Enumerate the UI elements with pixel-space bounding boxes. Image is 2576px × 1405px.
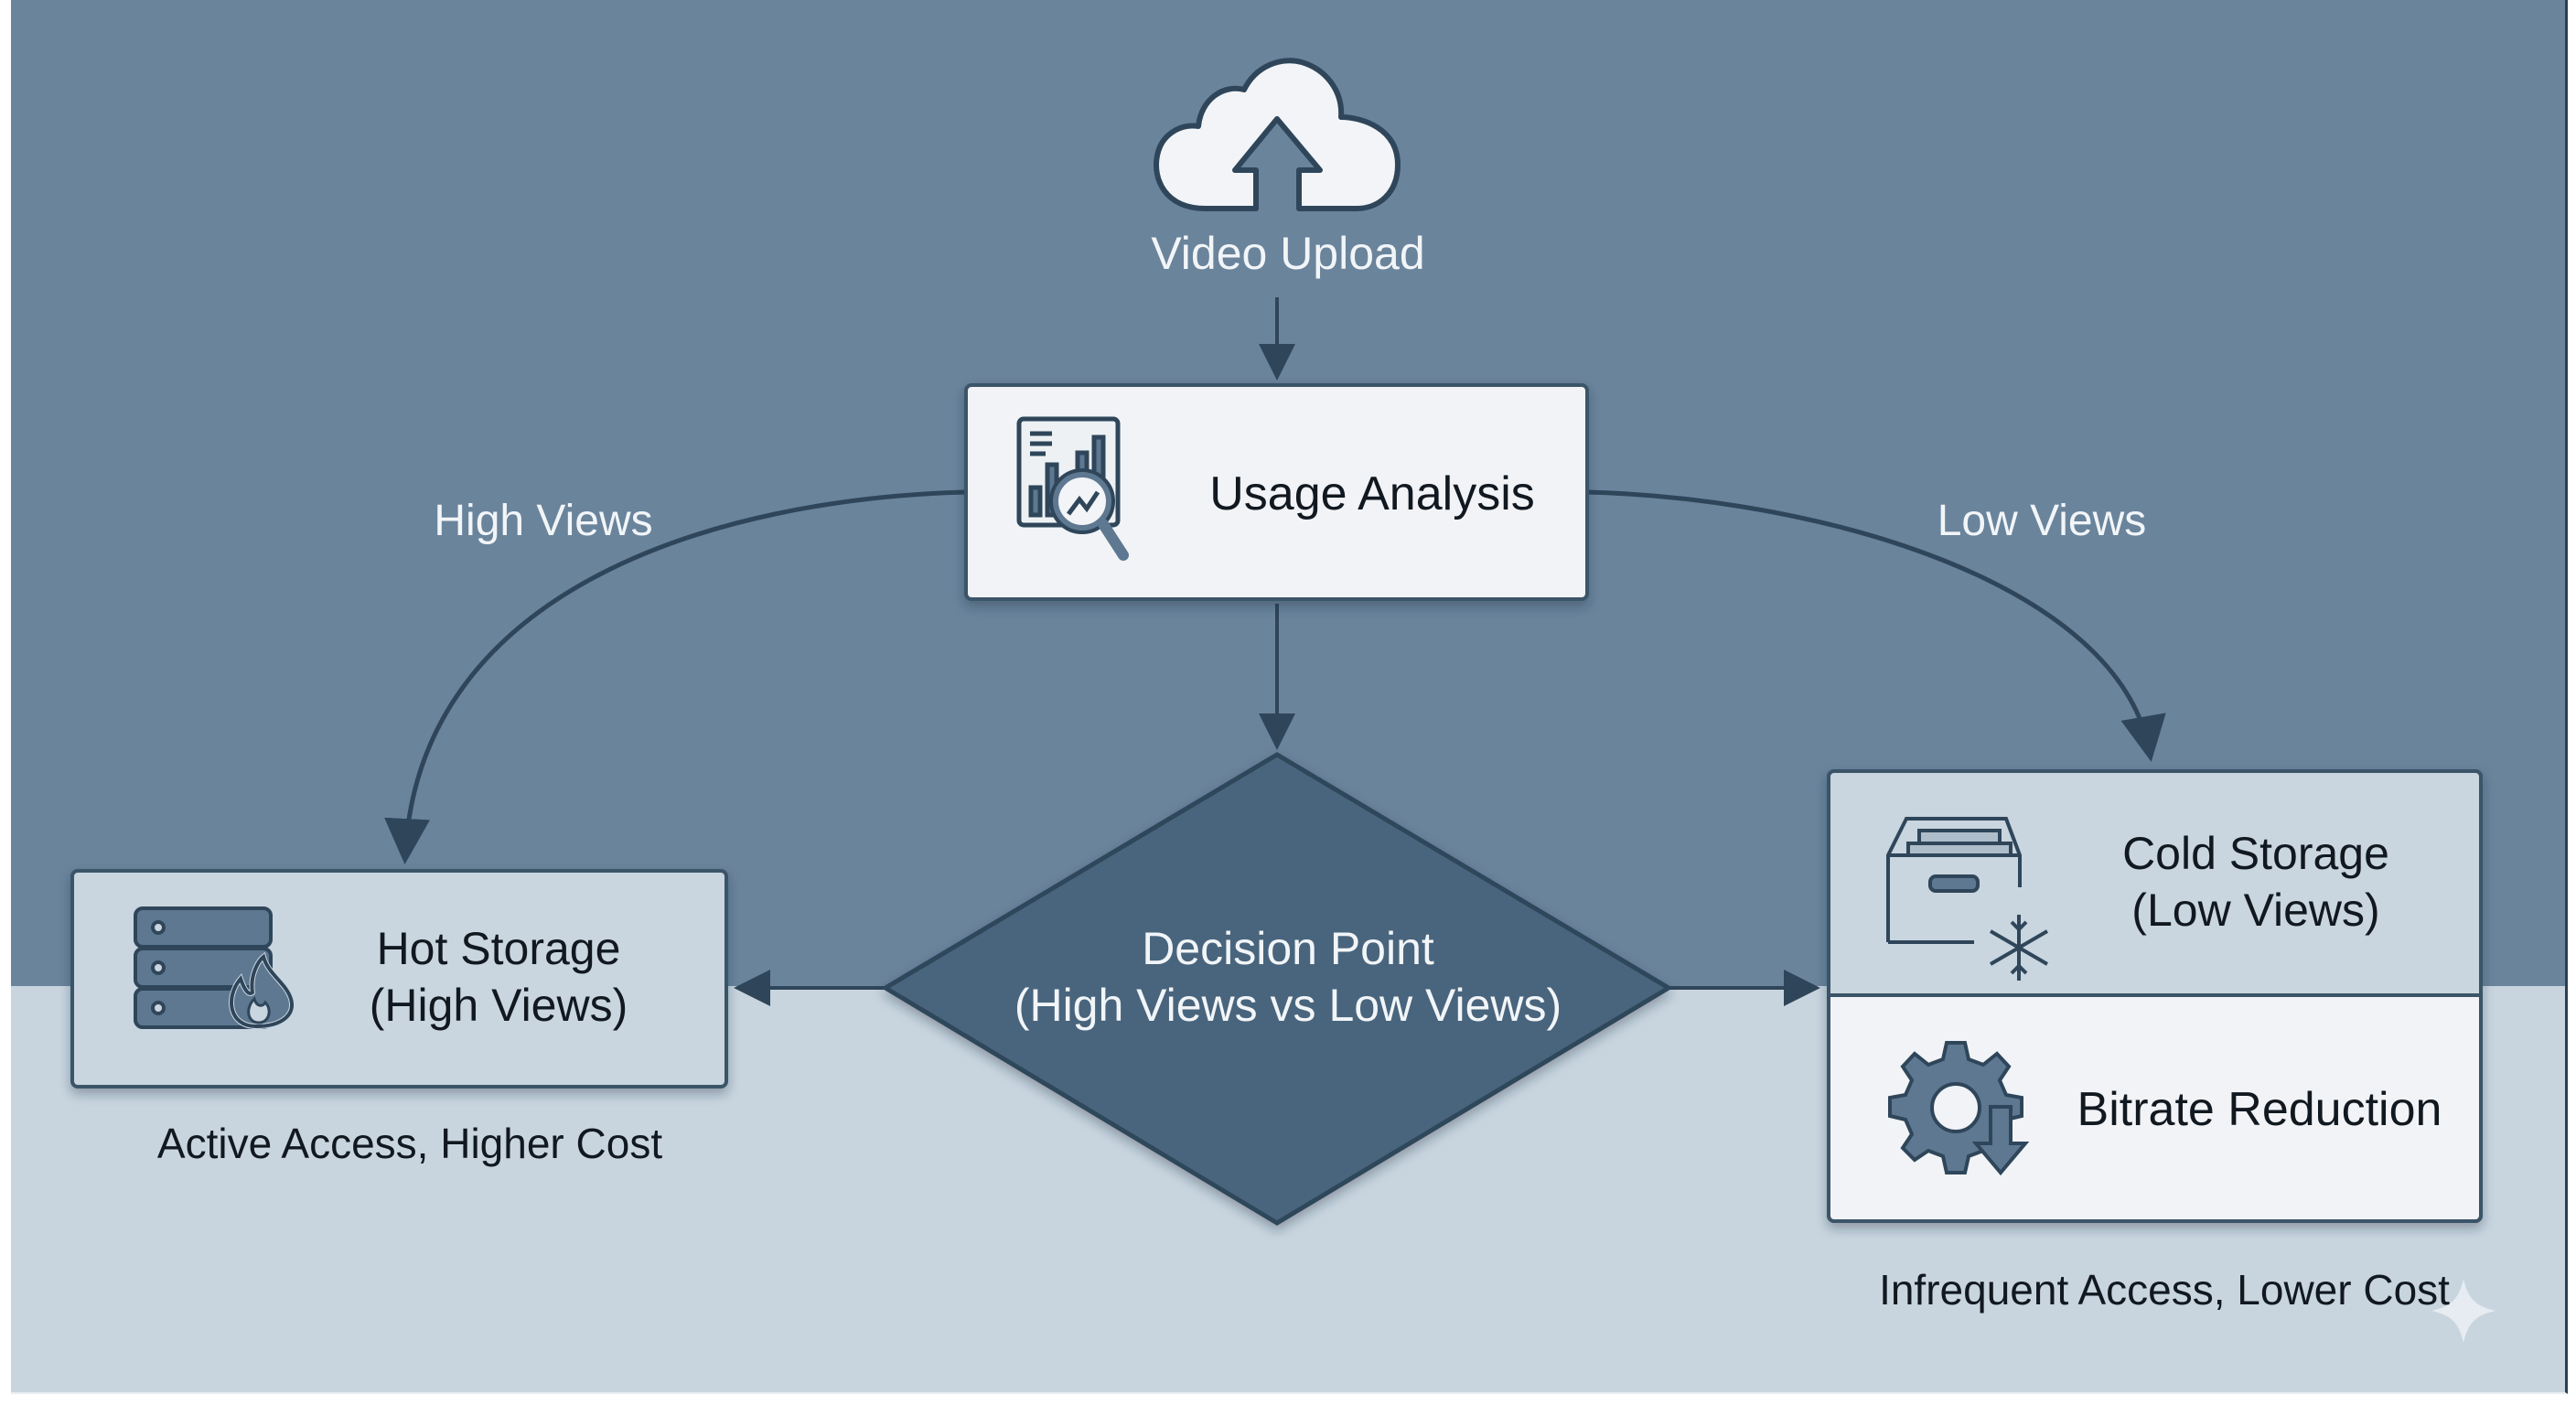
cold-storage-line2: (Low Views) [2131,885,2380,936]
sparkle-icon [2431,1279,2496,1343]
chart-magnifier-icon [1016,416,1129,561]
low-views-label: Low Views [1937,497,2147,545]
high-views-label: High Views [434,497,653,545]
arrow-low-views [1586,489,2166,762]
arrow-high-views [384,489,967,864]
hot-storage-caption: Active Access, Higher Cost [156,1120,663,1167]
hot-storage-line1: Hot Storage [376,923,621,974]
hot-storage-line2: (High Views) [369,980,628,1031]
decision-line2: (High Views vs Low Views) [1014,980,1562,1031]
server-fire-icon [134,906,295,1030]
cold-storage-caption: Infrequent Access, Lower Cost [1879,1266,2450,1314]
cloud-upload-icon [1154,58,1401,211]
decision-line1: Decision Point [1142,923,1434,974]
decision-diamond [881,752,1673,1226]
video-upload-label: Video Upload [1151,228,1425,279]
gear-down-arrow-icon [1888,1041,2030,1176]
cold-storage-line1: Cold Storage [2122,828,2389,879]
archive-snowflake-icon [1886,817,2049,981]
bitrate-reduction-label: Bitrate Reduction [2077,1083,2442,1136]
usage-analysis-label: Usage Analysis [1209,467,1535,520]
